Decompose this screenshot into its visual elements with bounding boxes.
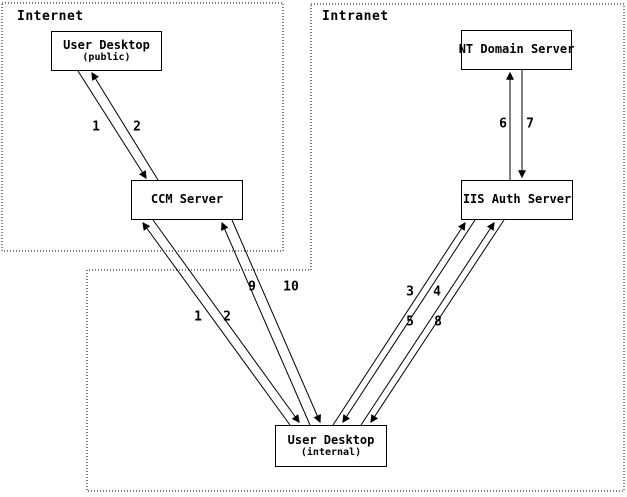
edge-5-internal-to-iis [360,221,495,426]
node-title: NT Domain Server [458,42,575,57]
edge-label-5: 5 [406,314,414,330]
node-title: User Desktop [63,37,150,52]
intranet-zone-outline [86,3,625,492]
edge-label-4: 4 [433,284,441,300]
edge-1-internal-to-ccm [142,222,291,426]
node-ccm-server: CCM Server [131,180,243,220]
edge-label-9: 9 [248,279,256,295]
internet-zone-outline [1,2,284,252]
intranet-zone-label: Intranet [322,9,389,24]
edge-label-8: 8 [434,314,442,330]
internet-zone-label: Internet [17,9,84,24]
node-title: CCM Server [150,192,224,207]
edge-10-ccm-to-internal [231,219,321,424]
edge-label-2-internal: 2 [223,309,231,325]
edge-8-iis-to-internal [370,219,505,424]
node-user-desktop-public: User Desktop (public) [51,31,162,71]
edge-9-internal-to-ccm [221,221,311,426]
edge-label-2-public: 2 [133,119,141,135]
edge-label-7: 7 [526,116,534,132]
edge-4-iis-to-internal [342,219,476,424]
edge-label-6: 6 [499,116,507,132]
node-nt-domain-server: NT Domain Server [458,30,575,70]
edge-2-ccm-to-internal [152,219,300,423]
edge-label-3: 3 [406,284,414,300]
edge-label-10: 10 [283,279,299,295]
edge-1-public-to-ccm [77,70,147,180]
node-title: User Desktop [287,432,375,447]
edge-3-internal-to-iis [332,221,466,426]
node-title: IIS Auth Server [462,192,572,207]
node-subtitle: (public) [82,52,131,64]
edge-label-1-public: 1 [92,119,100,135]
node-subtitle: (internal) [300,447,362,459]
edge-2-ccm-to-public [91,71,159,181]
node-iis-auth-server: IIS Auth Server [461,180,573,220]
node-user-desktop-internal: User Desktop (internal) [275,425,387,467]
edge-label-1-internal: 1 [194,309,202,325]
